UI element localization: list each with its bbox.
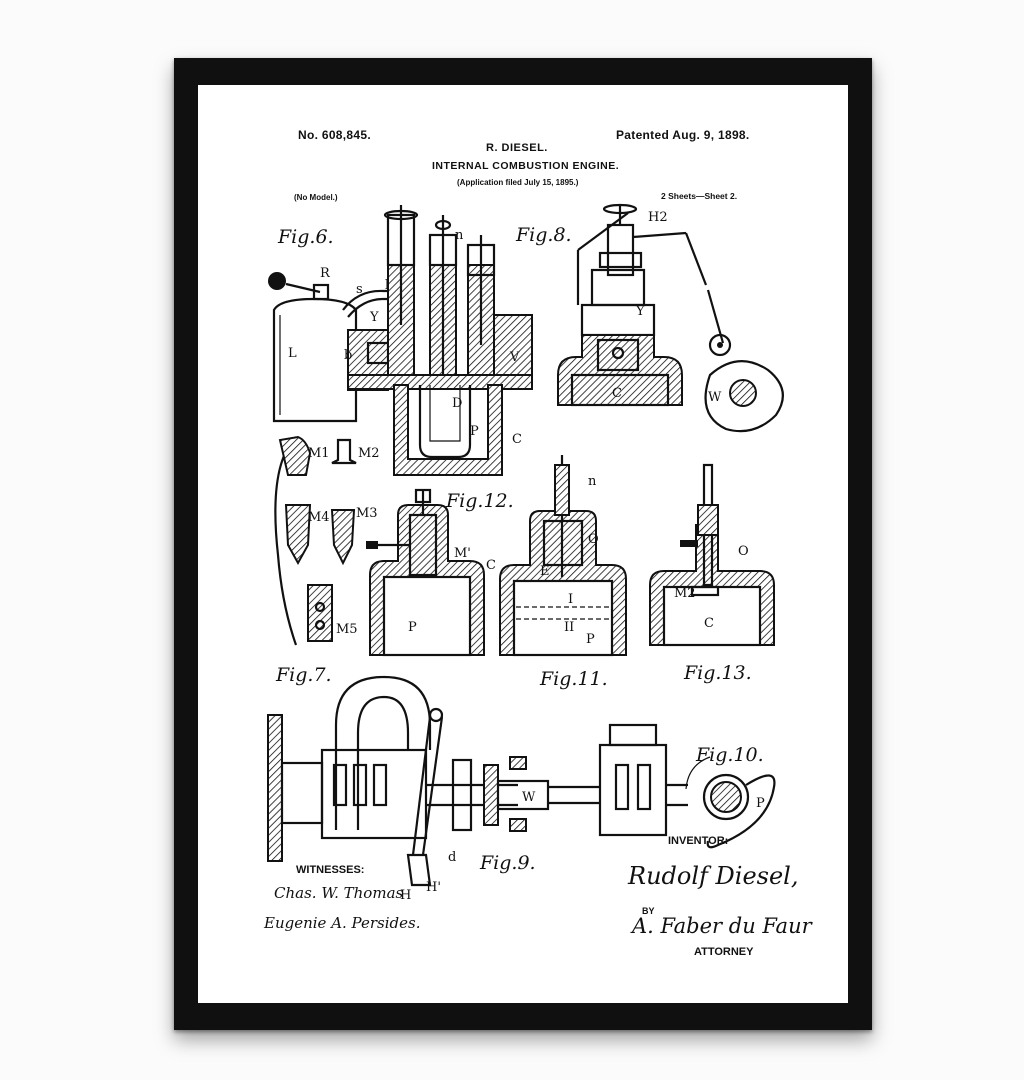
label-Y-fig8: Y: [635, 304, 645, 319]
label-W: W: [708, 390, 722, 405]
label-C-fig8: C: [612, 386, 622, 401]
label-L: L: [288, 346, 297, 361]
label-W-fig9: W: [522, 790, 536, 805]
label-P: P: [470, 424, 479, 439]
attorney-signature: A. Faber du Faur: [632, 914, 812, 938]
label-C-fig12: C: [486, 558, 496, 573]
fig-7-label: Fig.7.: [276, 664, 332, 686]
fig-6-label: Fig.6.: [278, 226, 334, 248]
label-M4: M4: [308, 510, 330, 525]
fig-9-label: Fig.9.: [480, 852, 536, 874]
label-C: C: [512, 432, 522, 447]
witness-signature-1: Chas. W. Thomas: [274, 884, 403, 902]
figure-12-drawing: [366, 490, 484, 655]
label-M1: M1: [308, 446, 330, 461]
label-n-fig11: n: [588, 474, 597, 489]
label-M5: M5: [336, 622, 358, 637]
fig-8-label: Fig.8.: [516, 224, 572, 246]
fig-11-label: Fig.11.: [540, 668, 608, 690]
label-O-fig13: O: [738, 544, 749, 559]
inventor-heading: INVENTOR:: [668, 835, 728, 847]
label-M3: M3: [356, 506, 378, 521]
label-I: I: [568, 592, 573, 607]
label-d: d: [448, 850, 456, 865]
label-P-fig10: P: [756, 796, 765, 811]
label-P-fig11: P: [586, 632, 595, 647]
figure-9-drawing: [268, 677, 688, 885]
attorney-heading: ATTORNEY: [694, 946, 754, 958]
label-II: II: [564, 620, 574, 635]
label-R: R: [320, 266, 331, 281]
label-C-fig13: C: [704, 616, 714, 631]
inventor-signature: Rudolf Diesel,: [628, 862, 798, 890]
fig-12-label: Fig.12.: [446, 490, 514, 512]
label-H2: H2: [648, 210, 668, 225]
label-P-fig12: P: [408, 620, 417, 635]
figure-11-drawing: [500, 455, 626, 655]
label-D: D: [452, 396, 462, 411]
label-Mp: M': [454, 546, 471, 561]
label-s: s: [356, 282, 363, 297]
label-E: E: [540, 564, 550, 579]
witnesses-heading: WITNESSES:: [296, 864, 364, 876]
witness-signature-2: Eugenie A. Persides.: [264, 914, 420, 932]
label-V: V: [509, 350, 520, 365]
label-M2: M2: [358, 446, 380, 461]
label-O-fig11: O: [588, 532, 599, 547]
label-l: l: [385, 278, 389, 293]
fig-13-label: Fig.13.: [684, 662, 752, 684]
label-Y: Y: [369, 310, 379, 325]
label-n: n: [455, 228, 464, 243]
fig-10-label: Fig.10.: [696, 744, 764, 766]
figure-7-drawing: [275, 437, 356, 645]
label-M2-fig13: M2: [674, 586, 696, 601]
drawing-reference-letters: L b R s l Y V D P C n Y C W H2 M1 M2 M4 …: [288, 210, 765, 903]
label-Hp: H': [426, 880, 441, 895]
figure-8-drawing: [558, 205, 783, 431]
label-b: b: [344, 348, 352, 363]
